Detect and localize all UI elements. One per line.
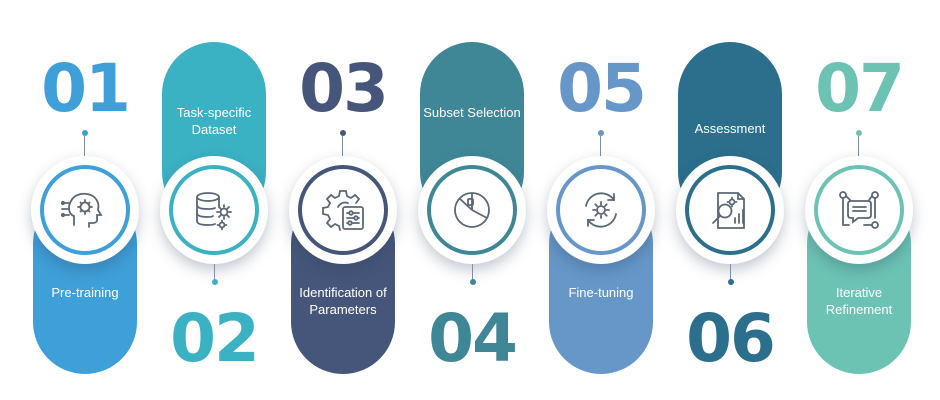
- pie-chart-icon: [454, 192, 490, 228]
- step-4-label: Subset Selection: [423, 105, 521, 120]
- step-6-number: 06: [686, 300, 776, 377]
- step-5-dot: [598, 130, 604, 136]
- step-3-connector: [342, 136, 343, 158]
- step-1-circle: [31, 156, 139, 264]
- step-2-number: 02: [170, 300, 260, 377]
- report-magnifier-icon: [712, 192, 745, 229]
- gear-refresh-icon: [585, 192, 617, 228]
- step-7-number: 07: [815, 50, 905, 127]
- step-1-number: 01: [41, 50, 131, 127]
- step-1-connector: [84, 136, 85, 158]
- step-2-circle: [160, 156, 268, 264]
- step-4-connector: [472, 264, 473, 280]
- step-7-circle: [805, 156, 913, 264]
- step-6-circle: [676, 156, 784, 264]
- step-3-circle: [289, 156, 397, 264]
- step-4-number: 04: [428, 300, 518, 377]
- step-5-label: Fine-tuning: [568, 285, 634, 300]
- step-2-label: Task-specific Dataset: [176, 105, 252, 137]
- step-7-label: Iterative Refinement: [825, 285, 893, 317]
- step-6-dot: [728, 279, 734, 285]
- step-4-dot: [470, 279, 476, 285]
- step-5-circle: [547, 156, 655, 264]
- step-6-connector: [730, 264, 731, 280]
- step-1-dot: [82, 130, 88, 136]
- step-4-circle: [418, 156, 526, 264]
- step-1-label: Pre-training: [51, 285, 119, 300]
- database-gears-icon: [196, 192, 232, 231]
- step-5-number: 05: [557, 50, 647, 127]
- chat-network-icon: [839, 191, 879, 229]
- gear-sliders-icon: [322, 190, 364, 231]
- step-7-connector: [858, 136, 859, 158]
- step-3-number: 03: [299, 50, 389, 127]
- ai-head-gear-icon: [60, 192, 103, 228]
- step-5-connector: [600, 136, 601, 158]
- step-3-dot: [340, 130, 346, 136]
- step-6-label: Assessment: [694, 121, 766, 136]
- step-2-dot: [212, 279, 218, 285]
- step-3-label: Identification of Parameters: [299, 285, 387, 317]
- step-7-dot: [856, 130, 862, 136]
- step-2-connector: [214, 264, 215, 280]
